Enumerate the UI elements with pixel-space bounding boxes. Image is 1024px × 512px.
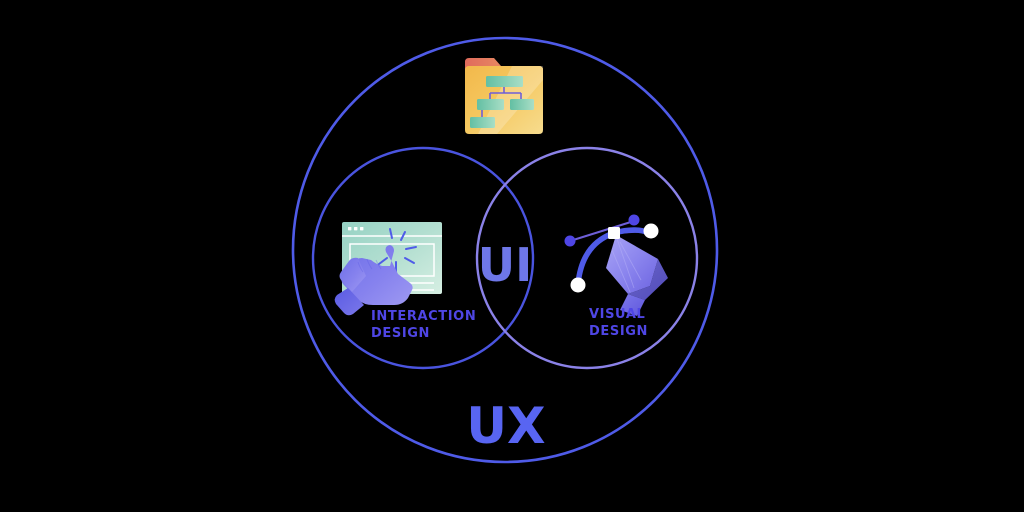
venn-circles <box>291 36 719 464</box>
label-interaction-design-line1: INTERACTION <box>371 309 476 324</box>
sitemap-nodes <box>470 76 534 128</box>
circle-interaction-design <box>311 146 535 370</box>
label-visual-design-line1: VISUAL <box>589 307 645 322</box>
circle-visual-design <box>475 146 699 370</box>
pointing-hand <box>334 245 413 316</box>
pen-tool-icon <box>564 214 668 316</box>
sitemap-connectors <box>481 87 522 117</box>
label-interaction-design-line2: DESIGN <box>371 326 430 341</box>
diagram-labels: UI UX INTERACTION DESIGN VISUAL DESIGN <box>371 238 648 455</box>
circle-ux-outer <box>291 36 719 464</box>
label-ui: UI <box>478 238 532 292</box>
label-visual-design-line2: DESIGN <box>589 324 648 339</box>
pen-nib <box>606 235 668 316</box>
label-ux: UX <box>466 397 545 455</box>
pen-anchor-points <box>564 214 659 293</box>
browser-click-icon <box>334 222 442 316</box>
browser-titlebar-dots <box>348 227 364 231</box>
sitemap-folder-icon <box>465 58 543 134</box>
